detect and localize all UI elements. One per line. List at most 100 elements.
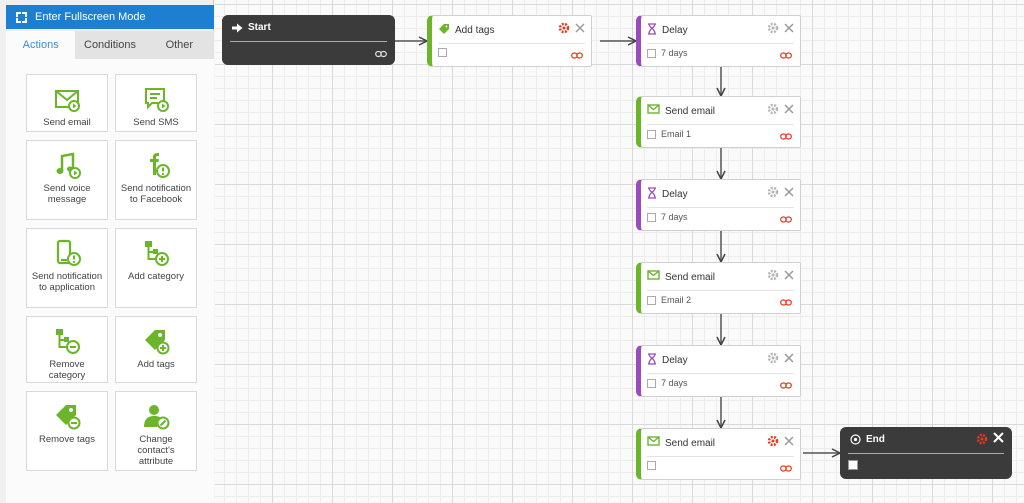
node-checkbox[interactable] [647,48,656,58]
close-icon[interactable] [784,436,794,449]
settings-icon[interactable] [767,269,779,284]
action-send-facebook[interactable]: Send notification to Facebook [115,140,197,220]
node-checkbox[interactable] [647,295,656,305]
node-title: Send email [665,437,716,449]
node-body: 7 days [647,48,688,58]
close-icon[interactable] [784,187,794,200]
divider [647,456,794,457]
node-value: 7 days [661,48,688,58]
action-add-category[interactable]: Add category [115,228,197,308]
node-header: Delay [647,353,688,368]
node-header: Add tags [438,23,494,38]
node-checkbox[interactable] [647,378,656,388]
end-node[interactable]: End [840,427,1012,479]
flow-node-delay[interactable]: Delay 7 days [636,15,801,67]
flow-node-email[interactable]: Send email [636,428,801,480]
stop-icon [850,434,861,445]
email-send-icon [55,90,80,112]
node-header: Delay [647,187,688,202]
settings-icon[interactable] [767,435,779,450]
close-icon[interactable] [993,432,1004,446]
close-icon[interactable] [784,353,794,366]
start-node[interactable]: Start [222,15,395,65]
node-value: Email 2 [661,295,692,305]
sms-icon [145,88,169,112]
node-controls [553,22,585,37]
link-icon[interactable] [571,50,583,62]
action-send-sms[interactable]: Send SMS [115,74,197,132]
settings-icon[interactable] [767,103,779,118]
divider [647,207,794,208]
flow-node-tags[interactable]: Add tags [427,15,592,67]
node-header: Delay [647,23,688,38]
close-icon[interactable] [784,270,794,283]
settings-icon[interactable] [558,22,570,37]
fullscreen-button[interactable]: Enter Fullscreen Mode [6,5,214,29]
actions-panel: Send email Send SMS Send voice message [6,59,214,503]
app-notification-icon [56,239,81,266]
action-send-voice[interactable]: Send voice message [26,140,108,220]
change-attribute-icon [144,405,170,430]
node-body [647,461,661,470]
node-title: Send email [665,271,716,283]
workflow-canvas[interactable] [215,0,1024,503]
tab-conditions[interactable]: Conditions [75,31,145,59]
settings-icon[interactable] [767,22,779,37]
link-icon[interactable] [780,131,792,143]
close-icon[interactable] [575,23,585,36]
action-change-attribute[interactable]: Change contact's attribute [115,391,197,471]
node-body: 7 days [647,378,688,388]
action-add-tags[interactable]: Add tags [115,316,197,383]
action-label: Send SMS [133,117,179,128]
hourglass-icon [647,23,662,38]
action-label: Remove tags [39,434,95,445]
node-body: 7 days [647,212,688,222]
settings-icon[interactable] [767,352,779,367]
email-icon [647,270,665,284]
flow-node-delay[interactable]: Delay 7 days [636,345,801,397]
add-tag-icon [145,330,170,355]
link-icon[interactable] [780,380,792,392]
action-remove-category[interactable]: Remove category [26,316,108,383]
settings-icon[interactable] [767,186,779,201]
close-icon[interactable] [784,23,794,36]
settings-icon[interactable] [976,433,988,448]
node-title: Start [248,22,271,33]
node-value: Email 1 [661,129,692,139]
link-icon[interactable] [780,50,792,62]
hourglass-icon [647,353,662,368]
action-remove-tags[interactable]: Remove tags [26,391,108,471]
node-checkbox[interactable] [647,212,656,222]
divider [848,453,1004,454]
action-send-email[interactable]: Send email [26,74,108,132]
email-icon [647,104,665,118]
link-icon[interactable] [375,50,387,58]
divider [647,373,794,374]
email-icon [647,436,665,450]
close-icon[interactable] [784,104,794,117]
tab-other[interactable]: Other [144,31,214,59]
node-value: 7 days [661,378,688,388]
divider [230,41,387,42]
node-title: Delay [662,25,688,36]
node-checkbox[interactable] [647,129,656,139]
action-label: Send email [43,117,91,128]
node-checkbox[interactable] [848,460,858,470]
action-send-application[interactable]: Send notification to application [26,228,108,308]
tab-actions[interactable]: Actions [6,31,76,59]
link-icon[interactable] [780,463,792,475]
remove-category-icon [56,329,80,354]
node-controls [762,186,794,201]
node-controls [762,103,794,118]
link-icon[interactable] [780,297,792,309]
node-body: Email 2 [647,295,691,305]
node-checkbox[interactable] [647,461,656,470]
action-label: Remove category [48,359,86,381]
node-checkbox[interactable] [438,48,447,57]
tag-icon [438,23,455,38]
flow-node-delay[interactable]: Delay 7 days [636,179,801,231]
link-icon[interactable] [780,214,792,226]
node-title: Delay [662,355,688,366]
